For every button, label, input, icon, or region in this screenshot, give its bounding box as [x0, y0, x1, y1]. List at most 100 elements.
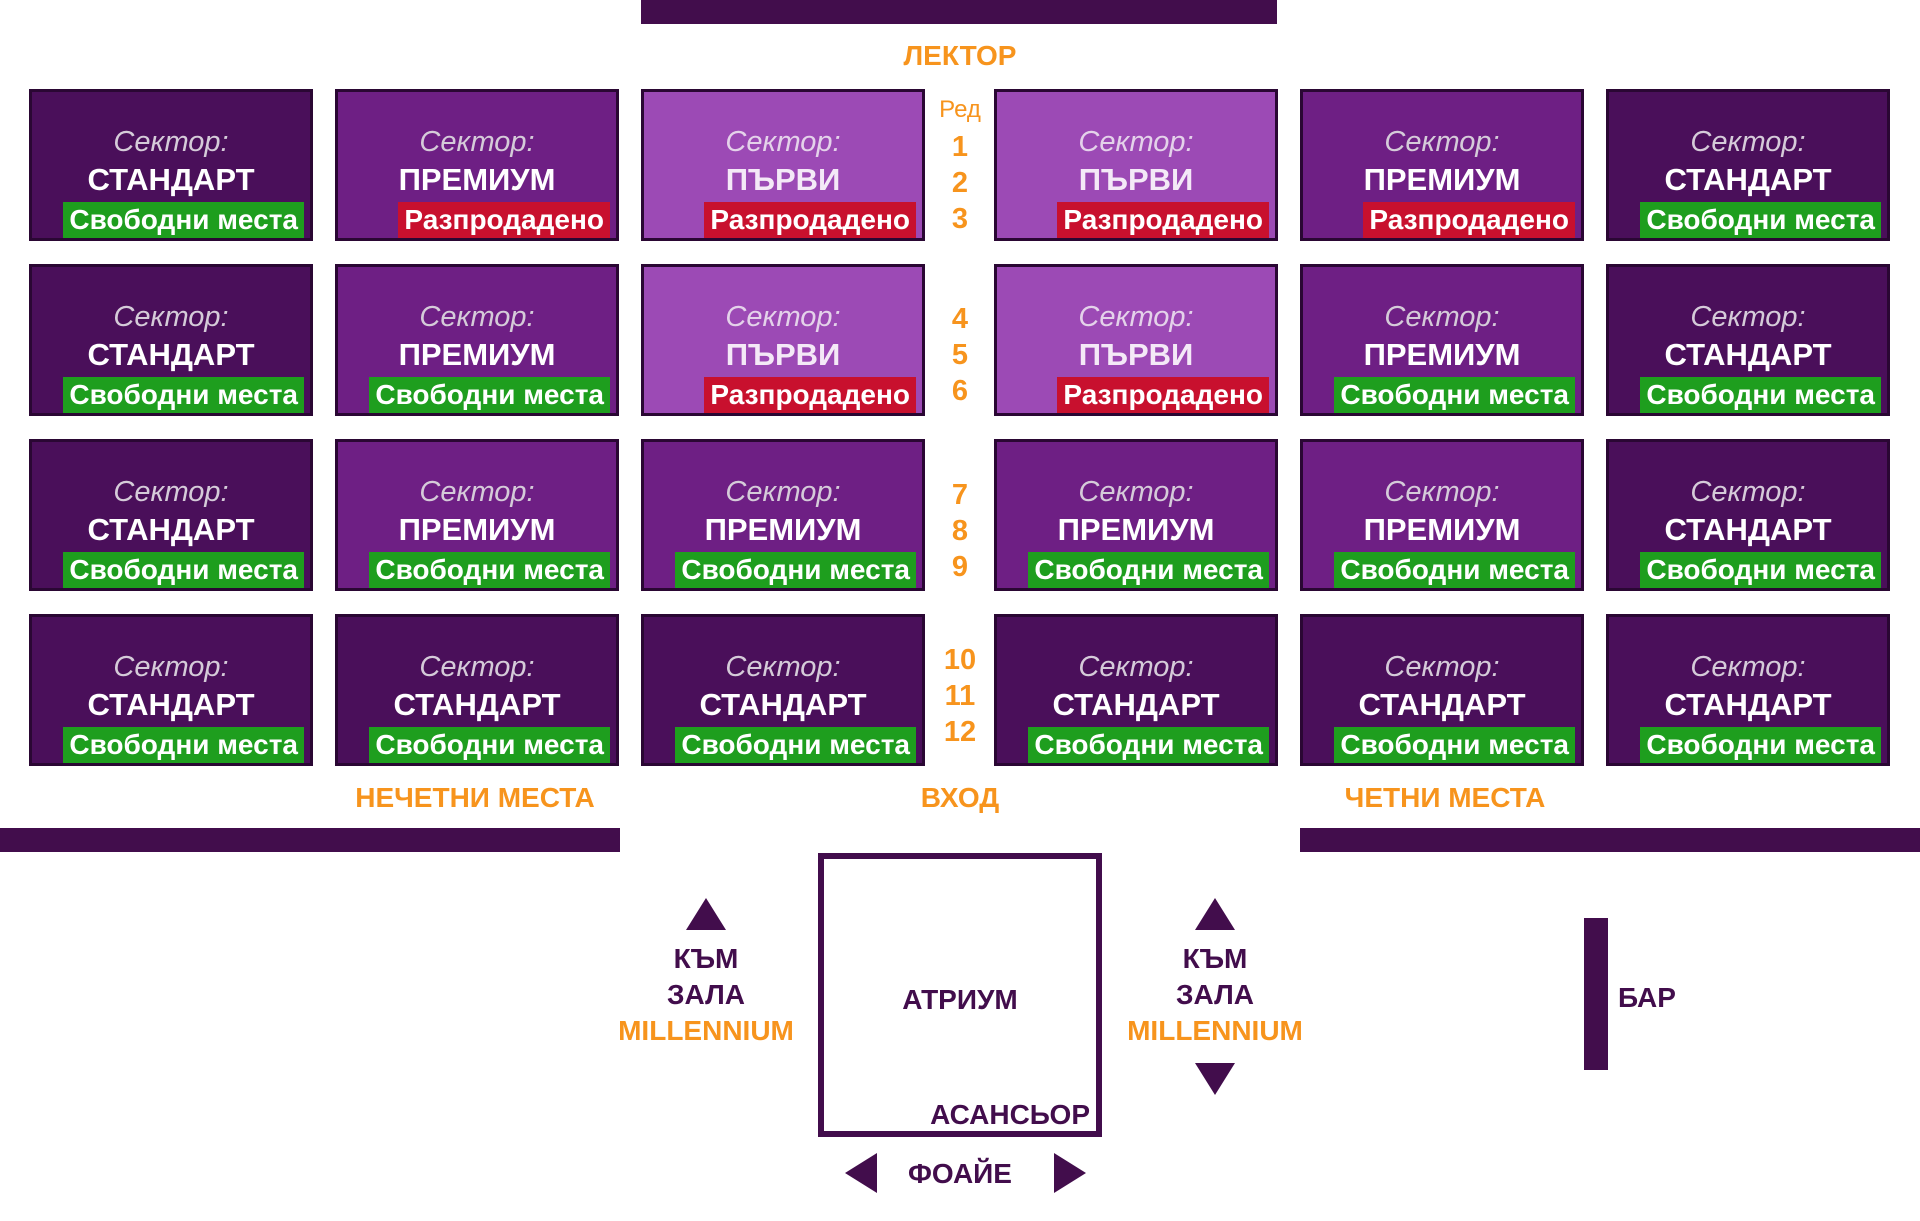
sector-label: Сектор: [725, 476, 841, 508]
sector-name: ПРЕМИУМ [398, 337, 556, 372]
sold-out-badge: Разпродадено [1057, 202, 1269, 238]
available-badge: Свободни места [1028, 552, 1269, 588]
sector-label: Сектор: [419, 651, 535, 683]
stage-bar [641, 0, 1277, 24]
sector-name: ПРЕМИУМ [398, 512, 556, 547]
sector-label: Сектор: [1690, 651, 1806, 683]
elevator-label: АСАНСЬОР [930, 1099, 1090, 1130]
sector-name: СТАНДАРТ [699, 687, 867, 722]
available-badge: Свободни места [63, 377, 304, 413]
sector-name: ПРЕМИУМ [1363, 512, 1521, 547]
available-badge: Свободни места [63, 552, 304, 588]
available-badge: Свободни места [1334, 377, 1575, 413]
sector-4-1[interactable]: Сектор: СТАНДАРТ Свободни места [29, 614, 313, 766]
sector-name: СТАНДАРТ [87, 687, 255, 722]
sector-label: Сектор: [113, 126, 229, 158]
available-badge: Свободни места [1640, 202, 1881, 238]
sector-label: Сектор: [419, 476, 535, 508]
sector-label: Сектор: [1690, 476, 1806, 508]
sector-label: Сектор: [1384, 126, 1500, 158]
sector-name: ПРЕМИУМ [1363, 337, 1521, 372]
available-badge: Свободни места [63, 727, 304, 763]
available-badge: Свободни места [63, 202, 304, 238]
sector-name: СТАНДАРТ [393, 687, 561, 722]
sector-name: ПЪРВИ [1078, 162, 1194, 197]
arrow-up-icon [686, 898, 726, 930]
available-badge: Свободни места [1334, 552, 1575, 588]
bar-label: БАР [1618, 982, 1676, 1013]
sector-1-5[interactable]: Сектор: ПРЕМИУМ Разпродадено [1300, 89, 1584, 241]
sector-3-6[interactable]: Сектор: СТАНДАРТ Свободни места [1606, 439, 1890, 591]
lecturer-label: ЛЕКТОР [903, 40, 1017, 71]
sector-name: ПРЕМИУМ [704, 512, 862, 547]
sector-label: Сектор: [419, 301, 535, 333]
odd-seats-label: НЕЧЕТНИ МЕСТА [355, 782, 595, 813]
sector-label: Сектор: [725, 651, 841, 683]
atrium: АТРИУМ АСАНСЬОР [818, 853, 1102, 1137]
row-number: 12 [943, 716, 977, 748]
sector-1-6[interactable]: Сектор: СТАНДАРТ Свободни места [1606, 89, 1890, 241]
available-badge: Свободни места [1640, 727, 1881, 763]
foyer-label: ФОАЙЕ [907, 1158, 1012, 1189]
sector-name: ПЪРВИ [725, 162, 841, 197]
sector-name: СТАНДАРТ [87, 512, 255, 547]
sold-out-badge: Разпродадено [398, 202, 610, 238]
sector-name: ПЪРВИ [1078, 337, 1194, 372]
sector-name: СТАНДАРТ [87, 337, 255, 372]
row-number: 3 [951, 203, 969, 235]
row-number: 5 [951, 339, 969, 371]
available-badge: Свободни места [1334, 727, 1575, 763]
atrium-label: АТРИУМ [902, 984, 1018, 1015]
sector-name: ПРЕМИУМ [398, 162, 556, 197]
sold-out-badge: Разпродадено [1057, 377, 1269, 413]
sector-label: Сектор: [1384, 476, 1500, 508]
sector-3-2[interactable]: Сектор: ПРЕМИУМ Свободни места [335, 439, 619, 591]
to-hall-right-line1: КЪМ [1182, 943, 1248, 974]
sold-out-badge: Разпродадено [1363, 202, 1575, 238]
available-badge: Свободни места [1640, 552, 1881, 588]
sector-label: Сектор: [113, 651, 229, 683]
sector-label: Сектор: [1384, 651, 1500, 683]
arrow-up-icon [1195, 898, 1235, 930]
even-seats-label: ЧЕТНИ МЕСТА [1344, 782, 1546, 813]
sector-label: Сектор: [1690, 301, 1806, 333]
row-number: 6 [951, 375, 969, 407]
available-badge: Свободни места [1028, 727, 1269, 763]
bar-counter [1584, 918, 1608, 1070]
sector-3-5[interactable]: Сектор: ПРЕМИУМ Свободни места [1300, 439, 1584, 591]
row-number: 2 [951, 167, 969, 199]
sector-label: Сектор: [1078, 651, 1194, 683]
wall-right [1300, 828, 1920, 852]
sector-name: СТАНДАРТ [1664, 162, 1832, 197]
row-title: Ред [939, 96, 981, 123]
sector-name: ПРЕМИУМ [1363, 162, 1521, 197]
arrow-right-icon [1054, 1153, 1086, 1193]
wall-left [0, 828, 620, 852]
sector-label: Сектор: [1690, 126, 1806, 158]
sector-3-1[interactable]: Сектор: СТАНДАРТ Свободни места [29, 439, 313, 591]
sector-name: ПЪРВИ [725, 337, 841, 372]
sector-name: ПРЕМИУМ [1057, 512, 1215, 547]
sector-name: СТАНДАРТ [1664, 512, 1832, 547]
available-badge: Свободни места [1640, 377, 1881, 413]
available-badge: Свободни места [369, 552, 610, 588]
sector-label: Сектор: [113, 476, 229, 508]
row-number: 1 [951, 131, 969, 163]
